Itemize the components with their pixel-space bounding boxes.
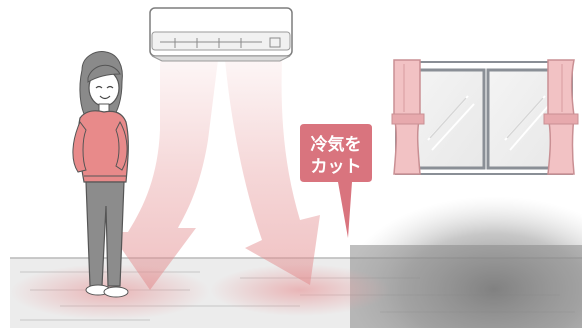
curtain-left bbox=[391, 59, 425, 175]
curtain-right bbox=[543, 59, 579, 175]
person-standing bbox=[72, 51, 129, 298]
window bbox=[395, 61, 573, 175]
warm-floor-glow-right bbox=[210, 264, 390, 316]
callout-line-2: カット bbox=[311, 157, 362, 177]
air-conditioner-unit bbox=[149, 7, 293, 62]
warm-air-arrow-right bbox=[225, 60, 320, 285]
warm-air-arrow-left bbox=[110, 60, 218, 290]
cold-air-shadow bbox=[330, 173, 582, 328]
cold-air-cut-callout: 冷気を カット bbox=[300, 124, 372, 238]
callout-line-1: 冷気を bbox=[311, 134, 362, 155]
